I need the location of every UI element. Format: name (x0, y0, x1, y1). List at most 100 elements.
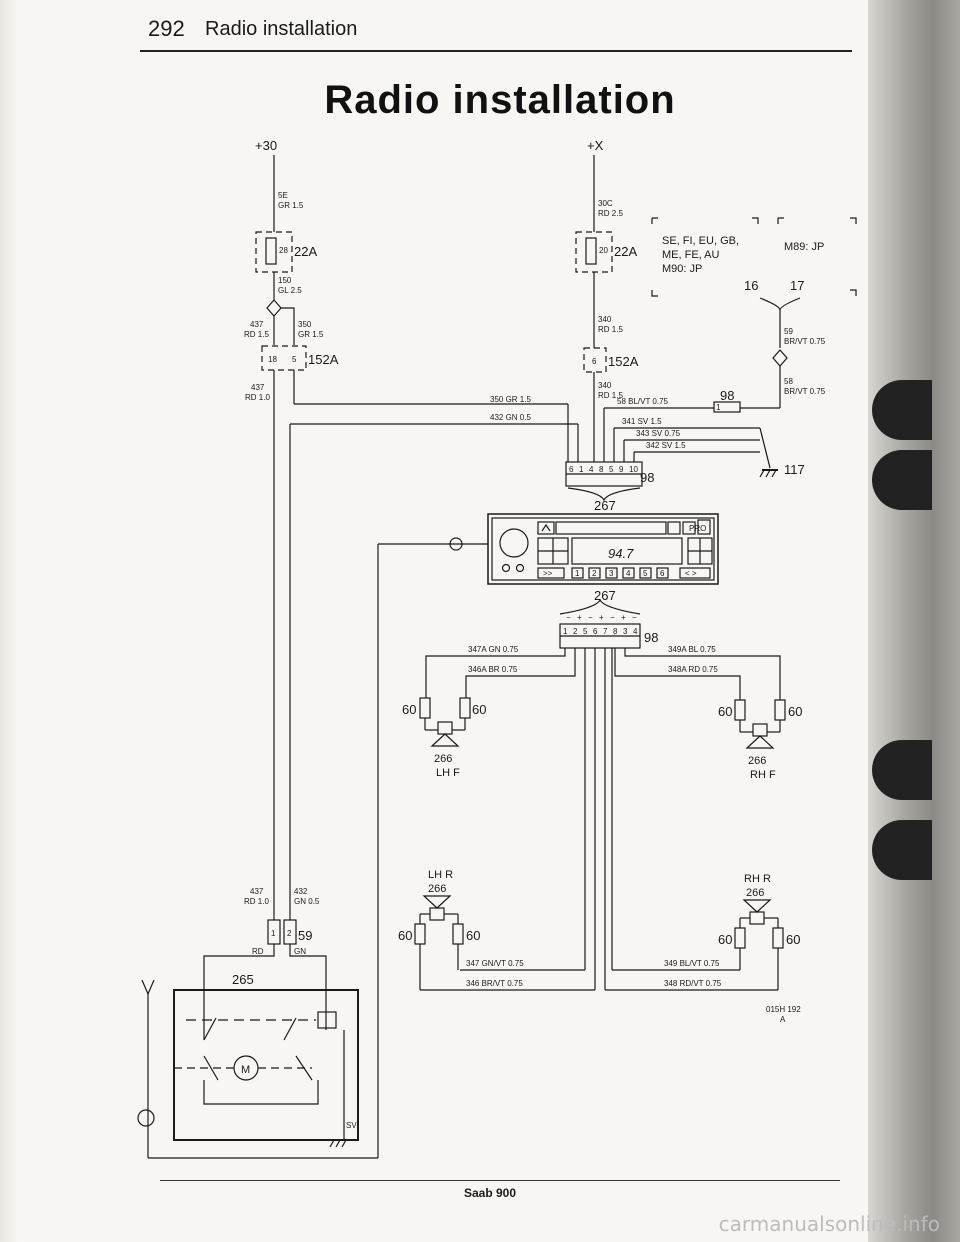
connector-98 (713, 401, 741, 413)
diagram-ref-sub: A (780, 1015, 786, 1024)
speaker-lh-rear (414, 895, 464, 990)
connector-267-upper-pin-4: 5 (609, 465, 614, 474)
connector-59-label: 59 (298, 928, 312, 943)
connector-267-lower-sign-4: − (610, 613, 615, 622)
connector-59-pin-1: 1 (271, 929, 276, 938)
wire-gn-label: GN (294, 947, 306, 956)
wire-437b-label: 437 (251, 383, 265, 392)
connector-267-upper-pin-3: 8 (599, 465, 604, 474)
connector-267-lower-sign-3: + (599, 613, 604, 622)
connector-267-lower-pin-1: 2 (573, 627, 578, 636)
radio-preset-button-6 (656, 567, 669, 579)
wire-348-label: 348 RD/VT 0.75 (664, 979, 722, 988)
connector-267-lower-sign-0: − (566, 613, 571, 622)
wire-346a-label: 346A BR 0.75 (468, 665, 518, 674)
wire-58b-label: 58 (784, 377, 793, 386)
binding-tab (872, 450, 932, 510)
connector-267-upper (565, 461, 643, 487)
connector-152a-left-pin-18: 18 (268, 355, 277, 364)
wire-rd-label: RD (252, 947, 264, 956)
radio-pro-button: PRO (689, 524, 706, 533)
connector-267-lower-sign-6: − (632, 613, 637, 622)
wire-349-label: 349 BL/VT 0.75 (664, 959, 720, 968)
wire-437a-label: 437 (250, 320, 264, 329)
fuse-20-number: 20 (599, 246, 608, 255)
connector-267-lower-pin-2: 5 (583, 627, 588, 636)
wire-432b-label: 432 (294, 887, 308, 896)
variant-line-3: M90: JP (662, 263, 702, 275)
page-number: 292 (148, 16, 185, 41)
binding-tab (872, 820, 932, 880)
speaker-rh-front (734, 699, 786, 749)
variant-right: M89: JP (784, 241, 824, 253)
variant-line-2: ME, FE, AU (662, 249, 720, 261)
speaker-lhr-label: LH R (428, 869, 453, 881)
connector-16: 16 (744, 278, 758, 293)
antenna-icon (137, 979, 155, 1158)
connector-267-upper-pin-0: 6 (569, 465, 574, 474)
connector-267-lower-pin-0: 1 (563, 627, 568, 636)
wire-340b-label: 340 (598, 381, 612, 390)
connector-60-rhf-a: 60 (718, 704, 732, 719)
page-edge-shadow (0, 0, 18, 1242)
wire-347a-label: 347A GN 0.75 (468, 645, 519, 654)
connector-152a-right-label: 152A (608, 354, 639, 369)
splice-diamond-right (772, 349, 788, 367)
radio-preset-button-2 (588, 567, 601, 579)
speaker-rhr-label: RH R (744, 873, 771, 885)
wire-340b-spec: RD 1.5 (598, 391, 623, 400)
ground-symbol (329, 1139, 348, 1148)
connector-152a-left (261, 345, 307, 371)
fuse-20-rating: 22A (614, 244, 637, 259)
supply-x-label: +X (587, 138, 604, 153)
connector-267-upper-label: 267 (594, 498, 616, 513)
wire-437c-label: 437 (250, 887, 264, 896)
wire-sv-label: SV (346, 1121, 357, 1130)
wire-341-label: 341 SV 1.5 (622, 417, 662, 426)
wire-350a-spec: GR 1.5 (298, 330, 324, 339)
wire-349a-label: 349A BL 0.75 (668, 645, 716, 654)
fuse-28-rating: 22A (294, 244, 317, 259)
wire-340a-label: 340 (598, 315, 612, 324)
radio-preset-label-4: 4 (626, 569, 631, 578)
running-header: Radio installation (205, 18, 358, 40)
wire-58b-spec: BR/VT 0.75 (784, 387, 826, 396)
connector-267-lower-pin-7: 4 (633, 627, 638, 636)
connector-267-lower-sign-1: + (577, 613, 582, 622)
ground-117-label: 117 (784, 462, 805, 477)
wire-150-spec: GL 2.5 (278, 286, 302, 295)
connector-267-lower-pin-4: 7 (603, 627, 608, 636)
diagram-ref-code: 015H 192 (766, 1005, 801, 1014)
connector-98-pins: 1 (716, 403, 721, 412)
connector-98-label: 98 (720, 388, 734, 403)
connector-267-lower-label: 267 (594, 588, 616, 603)
wire-150-label: 150 (278, 276, 292, 285)
radio-preset-button-5 (639, 567, 652, 579)
wire-437b-spec: RD 1.0 (245, 393, 270, 402)
connector-152a-right (583, 347, 607, 373)
binding-tab (872, 380, 932, 440)
radio-preset-label-5: 5 (643, 569, 648, 578)
watermark: carmanualsonline.info (718, 1212, 940, 1236)
binding-tab (872, 740, 932, 800)
connector-60-rhr-b: 60 (786, 932, 800, 947)
connector-267-upper-pin-6: 10 (629, 465, 638, 474)
ground-117-symbol (759, 469, 778, 478)
connector-60-rhr-a: 60 (718, 932, 732, 947)
wire-432b-spec: GN 0.5 (294, 897, 320, 906)
connector-60-lhr-b: 60 (466, 928, 480, 943)
connector-152a-left-label: 152A (308, 352, 339, 367)
radio-preset-label-2: 2 (592, 569, 597, 578)
supply-30-label: +30 (255, 138, 277, 153)
wire-59-label: 59 (784, 327, 793, 336)
speaker-rhf-label: RH F (750, 769, 776, 781)
radio-unit (487, 513, 719, 585)
wire-342-label: 342 SV 1.5 (646, 441, 686, 450)
speaker-lhr-number: 266 (428, 883, 446, 895)
wire-432a-label: 432 GN 0.5 (490, 413, 531, 422)
connector-267-upper-98: 98 (640, 470, 654, 485)
scan-binding-shadow (868, 0, 960, 1242)
wire-30c-spec: RD 2.5 (598, 209, 623, 218)
speaker-lhf-label: LH F (436, 767, 460, 779)
